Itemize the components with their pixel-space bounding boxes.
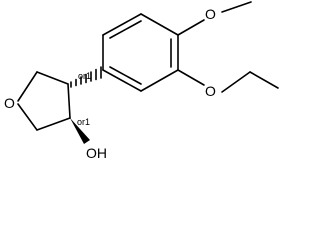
stereo-descriptor-upper: or1 — [78, 71, 91, 81]
bond-c4-c5 — [36, 117, 71, 131]
ethoxy-group — [177, 69, 279, 93]
ethoxy-oxygen-label: O — [205, 83, 216, 99]
methoxy-oxygen-label: O — [205, 6, 216, 22]
wedge-bond-to-hydroxyl — [70, 118, 90, 144]
hashed-bond-to-aryl — [70, 66, 102, 88]
bond-c5-o — [17, 103, 38, 131]
ring-oxygen-label: O — [4, 95, 15, 111]
chemical-structure-diagram: O O O OH or1 or1 — [4, 1, 279, 161]
bond-o-c2 — [17, 71, 38, 102]
bond-c3-c4 — [67, 83, 71, 119]
inner-double-bond — [109, 20, 142, 39]
stereo-descriptor-lower: or1 — [77, 117, 90, 127]
hydroxyl-label: OH — [86, 145, 107, 161]
inner-double-bond — [109, 66, 142, 85]
benzene-ring — [102, 13, 179, 92]
tetrahydrofuran-ring — [17, 71, 71, 131]
bond-c2-c3 — [36, 71, 69, 85]
methoxy-group — [177, 1, 252, 36]
